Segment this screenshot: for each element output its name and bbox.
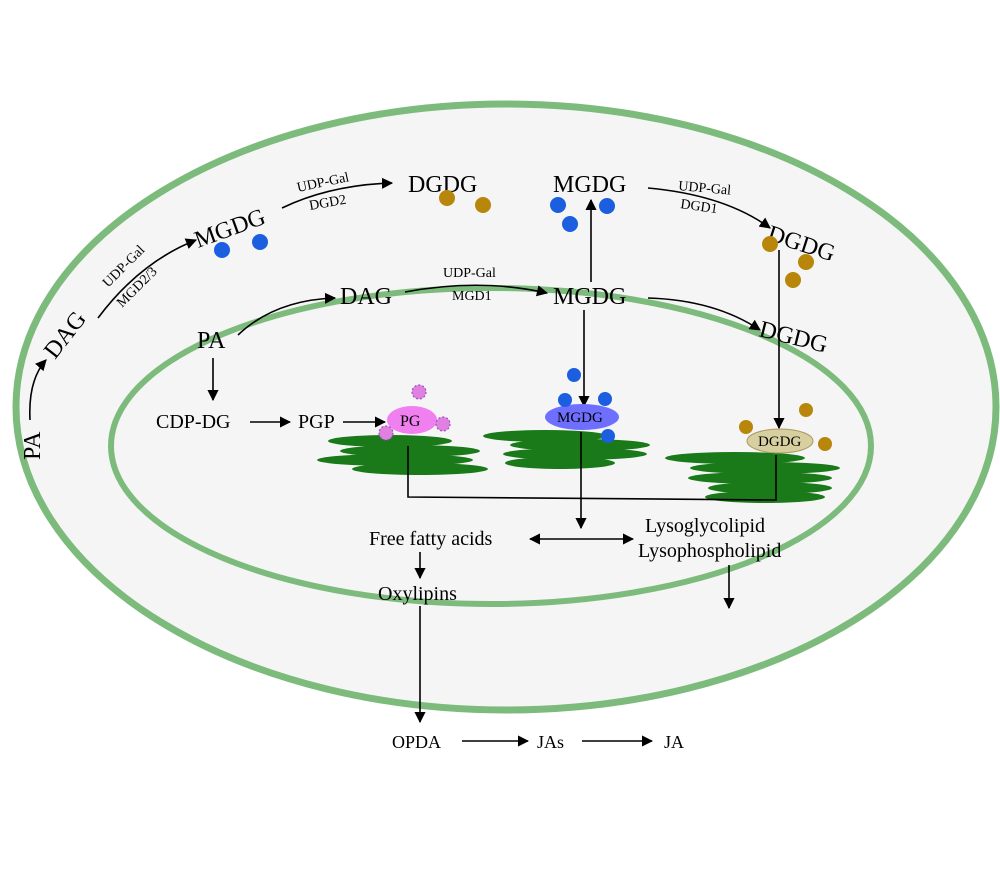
thylakoid-stack-right bbox=[665, 452, 840, 503]
dgd2-name-label: DGD2 bbox=[308, 193, 347, 214]
thylakoid-stack-left bbox=[317, 435, 488, 475]
inner-dag-label: DAG bbox=[340, 284, 392, 310]
mgdg-dots-outer-top bbox=[550, 197, 615, 232]
outer-pa-label: PA bbox=[20, 431, 46, 460]
inner-mgdg-label: MGDG bbox=[553, 284, 626, 310]
lysoglycolipid-label: Lysoglycolipid bbox=[645, 515, 765, 537]
pg-dots bbox=[378, 384, 451, 441]
jas-label: JAs bbox=[537, 732, 564, 752]
dgd1-name-label: DGD1 bbox=[679, 197, 718, 217]
outer-mgdg-top-label: MGDG bbox=[553, 172, 626, 198]
arrow-pa-to-dag-inner bbox=[237, 292, 337, 336]
mgd1-enzyme-label: UDP-Gal bbox=[443, 266, 496, 281]
dgdg-dots-inner bbox=[739, 403, 832, 451]
inner-pa-label: PA bbox=[197, 328, 226, 354]
dgd1-enzyme-label: UDP-Gal bbox=[678, 179, 732, 199]
pg-head-label: PG bbox=[400, 413, 421, 430]
pgp-label: PGP bbox=[298, 411, 335, 433]
lysophospholipid-label: Lysophospholipid bbox=[638, 540, 781, 562]
free-fatty-acids-label: Free fatty acids bbox=[369, 528, 492, 550]
dgdg-head-label: DGDG bbox=[758, 434, 801, 450]
mgd1-name-label: MGD1 bbox=[452, 289, 492, 304]
arrow-dag-to-mgdg-mgd1 bbox=[404, 284, 549, 297]
mgdg-dots-outer-left bbox=[214, 234, 268, 258]
arrow-pa-to-dag-outer bbox=[29, 359, 47, 421]
line-pg-to-collector bbox=[407, 446, 777, 501]
inner-envelope-membrane bbox=[108, 285, 874, 607]
mgdg-dots-inner bbox=[558, 368, 615, 443]
arrow-mgdg-to-dgdg-dgd2 bbox=[281, 177, 394, 209]
dgdg-head-group bbox=[746, 428, 814, 454]
opda-label: OPDA bbox=[392, 732, 441, 752]
mgdg-head-group bbox=[545, 404, 619, 430]
arrow-dag-to-mgdg-outer bbox=[97, 238, 198, 319]
arrow-mgdg-to-dgdg-dgd1 bbox=[647, 187, 771, 229]
thylakoid-stack-middle bbox=[483, 430, 650, 469]
ja-label: JA bbox=[664, 732, 684, 752]
mgdg-head-label: MGDG bbox=[557, 410, 603, 426]
pg-head-group bbox=[387, 406, 437, 434]
cdp-dg-label: CDP-DG bbox=[156, 411, 230, 433]
dgdg-dots-outer-top bbox=[439, 190, 491, 213]
oxylipins-label: Oxylipins bbox=[378, 583, 457, 605]
arrow-mgdg-to-dgdg-inner bbox=[647, 297, 761, 331]
dgdg-dots-outer-right bbox=[762, 236, 814, 288]
